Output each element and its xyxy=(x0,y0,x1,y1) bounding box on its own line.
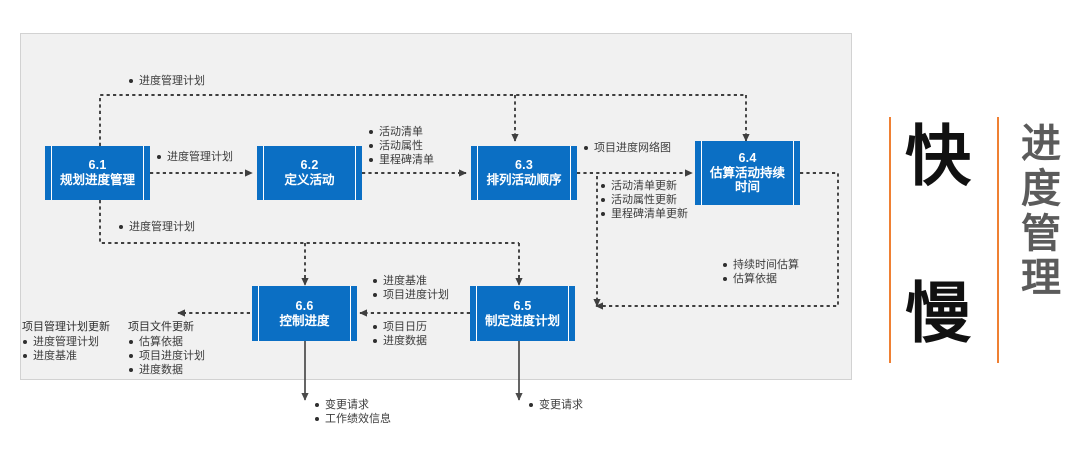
annotation-p3-updates: 活动清单更新 活动属性更新 里程碑清单更新 xyxy=(600,179,688,221)
process-box-6-3[interactable]: 6.3 排列活动顺序 xyxy=(471,146,577,200)
annotation-item: 活动属性 xyxy=(368,139,434,153)
annotation-item: 里程碑清单 xyxy=(368,153,434,167)
annotation-project-doc-updates: 项目文件更新 估算依据 项目进度计划 进度数据 xyxy=(128,320,205,377)
annotation-p5-outputs: 变更请求 xyxy=(528,398,583,412)
annotation-item: 进度基准 xyxy=(372,274,449,288)
process-number: 6.5 xyxy=(513,298,532,313)
box-edge-left xyxy=(470,286,477,341)
box-edge-right xyxy=(355,146,362,200)
box-edge-right xyxy=(570,146,577,200)
brand-rule-left xyxy=(889,117,891,363)
annotation-item: 进度管理计划 xyxy=(128,74,205,88)
annotation-top-feedback: 进度管理计划 xyxy=(128,74,205,88)
annotation-item: 进度管理计划 xyxy=(22,335,110,349)
annotation-pm-plan-updates: 项目管理计划更新 进度管理计划 进度基准 xyxy=(22,320,110,363)
box-edge-right xyxy=(350,286,357,341)
annotation-p2-to-p3: 活动清单 活动属性 里程碑清单 xyxy=(368,125,434,167)
annotation-item: 活动清单更新 xyxy=(600,179,688,193)
process-number: 6.3 xyxy=(515,158,533,173)
process-box-6-6[interactable]: 6.6 控制进度 xyxy=(252,286,357,341)
annotation-item: 变更请求 xyxy=(314,398,391,412)
annotation-item: 进度管理计划 xyxy=(156,150,233,164)
process-box-6-1[interactable]: 6.1 规划进度管理 xyxy=(45,146,150,200)
annotation-p5-to-p6-lower: 项目日历 进度数据 xyxy=(372,320,427,348)
annotation-item: 进度数据 xyxy=(372,334,427,348)
process-box-6-5[interactable]: 6.5 制定进度计划 xyxy=(470,286,575,341)
process-name: 估算活动持续 时间 xyxy=(709,165,785,195)
annotation-p1-to-p2: 进度管理计划 xyxy=(156,150,233,164)
annotation-item: 项目进度计划 xyxy=(372,288,449,302)
annotation-header: 项目文件更新 xyxy=(128,321,194,333)
annotation-item: 项目进度网络图 xyxy=(583,141,671,155)
annotation-item: 进度数据 xyxy=(128,363,205,377)
process-number: 6.2 xyxy=(300,158,319,173)
brand-character-bottom: 慢 xyxy=(905,275,971,352)
annotation-p3-to-p4: 项目进度网络图 xyxy=(583,141,671,155)
brand-rule-right xyxy=(997,117,999,363)
annotation-item: 工作绩效信息 xyxy=(314,412,391,426)
box-edge-right xyxy=(568,286,575,341)
process-name: 定义活动 xyxy=(284,173,335,187)
annotation-item: 估算依据 xyxy=(722,272,799,286)
process-number: 6.6 xyxy=(295,298,314,313)
annotation-item: 进度基准 xyxy=(22,349,110,363)
annotation-item: 项目日历 xyxy=(372,320,427,334)
process-name: 规划进度管理 xyxy=(59,173,135,187)
box-edge-left xyxy=(252,286,259,341)
annotation-header: 项目管理计划更新 xyxy=(22,321,110,333)
process-number: 6.1 xyxy=(88,158,107,173)
annotation-p4-to-p5: 持续时间估算 估算依据 xyxy=(722,258,799,286)
process-name: 排列活动顺序 xyxy=(486,173,562,187)
box-edge-left xyxy=(471,146,478,200)
annotation-item: 活动属性更新 xyxy=(600,193,688,207)
process-box-6-4[interactable]: 6.4 估算活动持续 时间 xyxy=(695,141,800,205)
box-edge-left xyxy=(45,146,52,200)
annotation-item: 持续时间估算 xyxy=(722,258,799,272)
annotation-item: 估算依据 xyxy=(128,335,205,349)
process-name: 制定进度计划 xyxy=(484,313,560,328)
annotation-item: 进度管理计划 xyxy=(118,220,195,234)
process-number: 6.4 xyxy=(738,150,757,165)
annotation-p6-outputs: 变更请求 工作绩效信息 xyxy=(314,398,391,426)
annotation-mid-feedback: 进度管理计划 xyxy=(118,220,195,234)
process-box-6-2[interactable]: 6.2 定义活动 xyxy=(257,146,362,200)
process-name: 控制进度 xyxy=(279,313,330,328)
annotation-item: 项目进度计划 xyxy=(128,349,205,363)
box-edge-right xyxy=(793,141,800,205)
annotation-item: 活动清单 xyxy=(368,125,434,139)
annotation-item: 里程碑清单更新 xyxy=(600,207,688,221)
box-edge-left xyxy=(257,146,264,200)
annotation-item: 变更请求 xyxy=(528,398,583,412)
brand-vertical-label: 进 度 管 理 xyxy=(1021,121,1061,302)
brand-character-top: 快 xyxy=(905,118,971,195)
box-edge-right xyxy=(143,146,150,200)
annotation-p5-to-p6-upper: 进度基准 项目进度计划 xyxy=(372,274,449,302)
